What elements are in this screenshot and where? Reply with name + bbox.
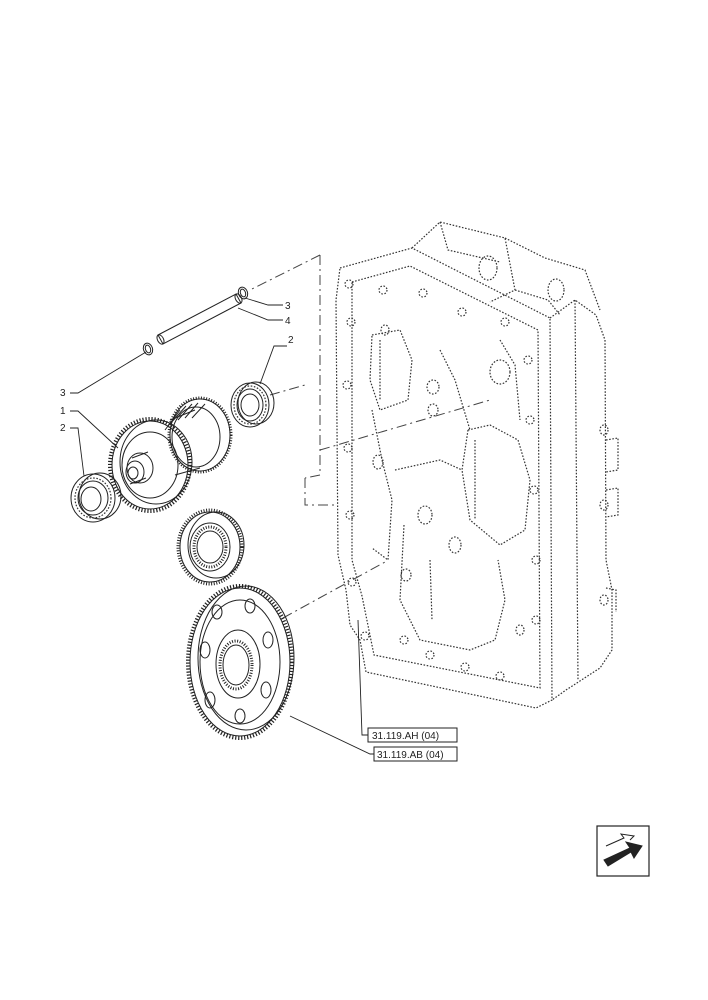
reference-ah-link[interactable]: 31.119.AH (04) — [367, 727, 458, 743]
gearbox-housing — [335, 221, 619, 709]
callout-labels: 3 4 2 3 1 2 — [60, 301, 294, 434]
small-spur-gear — [176, 508, 245, 586]
arrow-navigation-icon[interactable] — [596, 825, 650, 877]
reference-ah-text: 31.119.AH (04) — [372, 731, 439, 742]
callout-4: 4 — [285, 316, 291, 327]
bearing-right — [230, 381, 275, 428]
o-ring-left — [142, 342, 154, 356]
assembly-phantom-lines — [249, 254, 491, 619]
callout-1: 1 — [60, 406, 66, 417]
reference-ab-text: 31.119.AB (04) — [377, 750, 444, 761]
o-ring-top — [237, 286, 249, 300]
large-spur-gear — [186, 584, 295, 740]
bearing-left — [70, 472, 122, 523]
callout-2-left: 2 — [60, 423, 66, 434]
reference-ab-link[interactable]: 31.119.AB (04) — [373, 746, 458, 762]
callout-2-right: 2 — [288, 335, 294, 346]
callout-3-top: 3 — [285, 301, 291, 312]
callout-3-left: 3 — [60, 388, 66, 399]
cluster-gear-part-1 — [108, 396, 233, 513]
leader-lines — [70, 297, 374, 755]
shaft-part-4 — [156, 293, 243, 345]
